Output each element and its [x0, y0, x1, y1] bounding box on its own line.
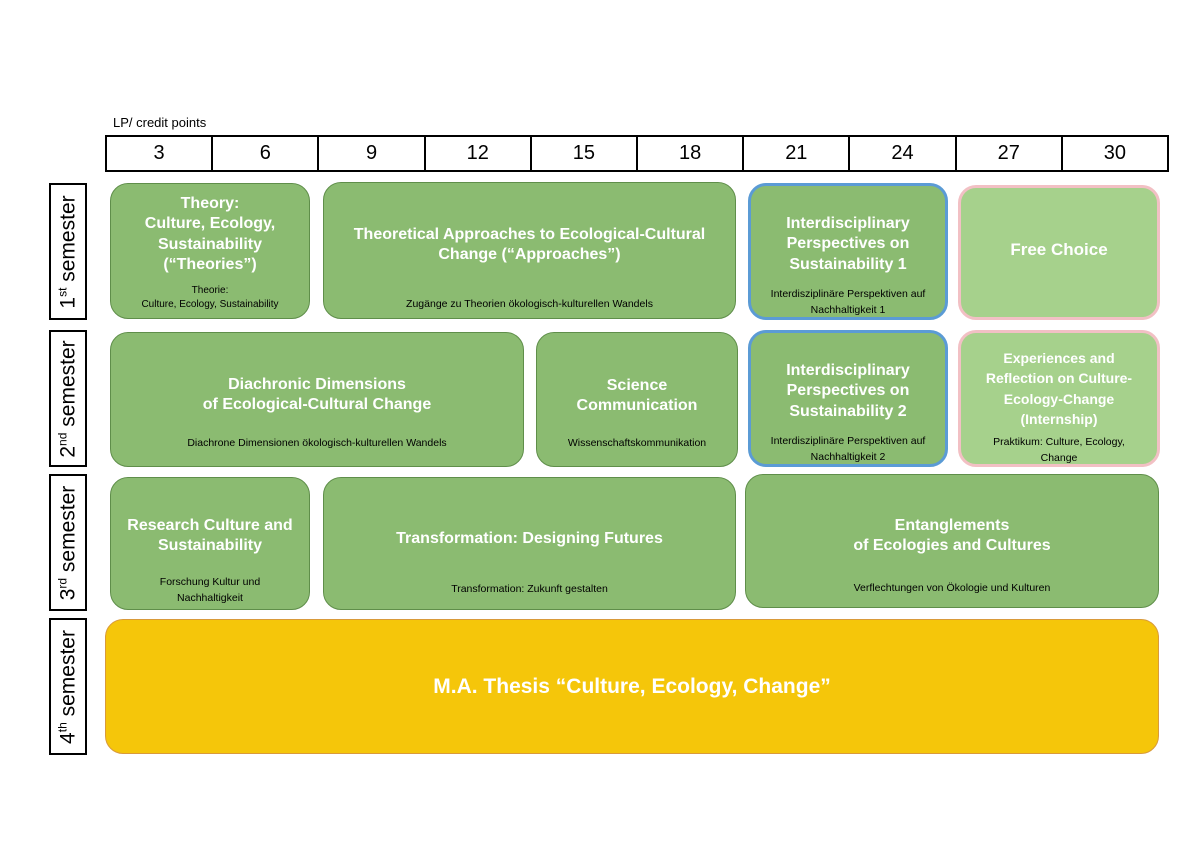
module-title: Research Culture and Sustainability — [127, 517, 293, 555]
credit-point-cell: 15 — [532, 137, 639, 170]
credit-point-cell: 12 — [426, 137, 532, 170]
semester-label-3: 3rd semester — [49, 474, 87, 611]
credit-point-cell: 21 — [744, 137, 851, 170]
module-subtitle: Zugänge zu Theorien ökologisch-kulturell… — [406, 298, 653, 310]
module-title: Free Choice — [1010, 240, 1108, 259]
semester-label-2: 2nd semester — [49, 330, 87, 467]
module-subtitle: Interdisziplinäre Perspektiven auf Nachh… — [770, 288, 926, 316]
module-subtitle: Interdisziplinäre Perspektiven auf Nachh… — [770, 435, 926, 463]
module-entanglements: Entanglements of Ecologies and Cultures … — [745, 474, 1159, 608]
credit-point-cell: 24 — [850, 137, 957, 170]
credit-points-scale: 3 6 9 12 15 18 21 24 27 30 — [105, 135, 1169, 172]
module-title: Science Communication — [576, 377, 698, 415]
credit-point-cell: 18 — [638, 137, 745, 170]
credit-point-cell: 27 — [957, 137, 1063, 170]
module-subtitle: Verflechtungen von Ökologie und Kulturen — [853, 582, 1051, 594]
credit-point-cell: 30 — [1103, 142, 1127, 164]
semester-label-4: 4th semester — [49, 618, 87, 755]
module-subtitle: Theorie: Culture, Ecology, Sustainabilit… — [141, 285, 279, 310]
module-subtitle: Praktikum: Culture, Ecology, Change — [993, 436, 1125, 464]
module-subtitle: Diachrone Dimensionen ökologisch-kulture… — [187, 437, 447, 449]
module-title: Entanglements of Ecologies and Cultures — [853, 517, 1051, 555]
module-internship: Experiences and Reflection on Culture- E… — [958, 330, 1160, 467]
credit-points-label: LP/ credit points — [113, 115, 207, 130]
module-science-communication: Science Communication Wissenschaftskommu… — [536, 332, 738, 467]
semester-label-1: 1st semester — [49, 183, 87, 320]
credit-point-cell: 3 — [107, 137, 214, 170]
module-interdisciplinary-2: Interdisciplinary Perspectives on Sustai… — [748, 330, 948, 467]
module-theories: Theory: Culture, Ecology, Sustainability… — [110, 183, 310, 319]
module-title: Theoretical Approaches to Ecological-Cul… — [353, 226, 706, 264]
module-transformation: Transformation: Designing Futures Transf… — [323, 477, 736, 610]
module-subtitle: Forschung Kultur und Nachhaltigkeit — [159, 576, 261, 604]
module-subtitle: Wissenschaftskommunikation — [567, 437, 707, 449]
module-title: Diachronic Dimensions of Ecological-Cult… — [202, 376, 432, 414]
credit-point-cell: 6 — [213, 137, 320, 170]
module-title: Experiences and Reflection on Culture- E… — [985, 350, 1133, 427]
module-thesis: M.A. Thesis “Culture, Ecology, Change” — [105, 619, 1159, 754]
module-subtitle: Transformation: Zukunft gestalten — [451, 583, 608, 595]
module-diachronic: Diachronic Dimensions of Ecological-Cult… — [110, 332, 524, 467]
module-interdisciplinary-1: Interdisciplinary Perspectives on Sustai… — [748, 183, 948, 320]
module-title: Interdisciplinary Perspectives on Sustai… — [786, 215, 910, 273]
module-title: Theory: Culture, Ecology, Sustainability… — [144, 195, 276, 273]
module-research-culture: Research Culture and Sustainability Fors… — [110, 477, 310, 610]
credit-point-cell: 9 — [319, 137, 426, 170]
module-title: Transformation: Designing Futures — [396, 530, 663, 547]
module-title: M.A. Thesis “Culture, Ecology, Change” — [433, 675, 831, 698]
module-approaches: Theoretical Approaches to Ecological-Cul… — [323, 182, 736, 319]
module-title: Interdisciplinary Perspectives on Sustai… — [786, 362, 910, 420]
module-free-choice: Free Choice — [958, 185, 1160, 320]
